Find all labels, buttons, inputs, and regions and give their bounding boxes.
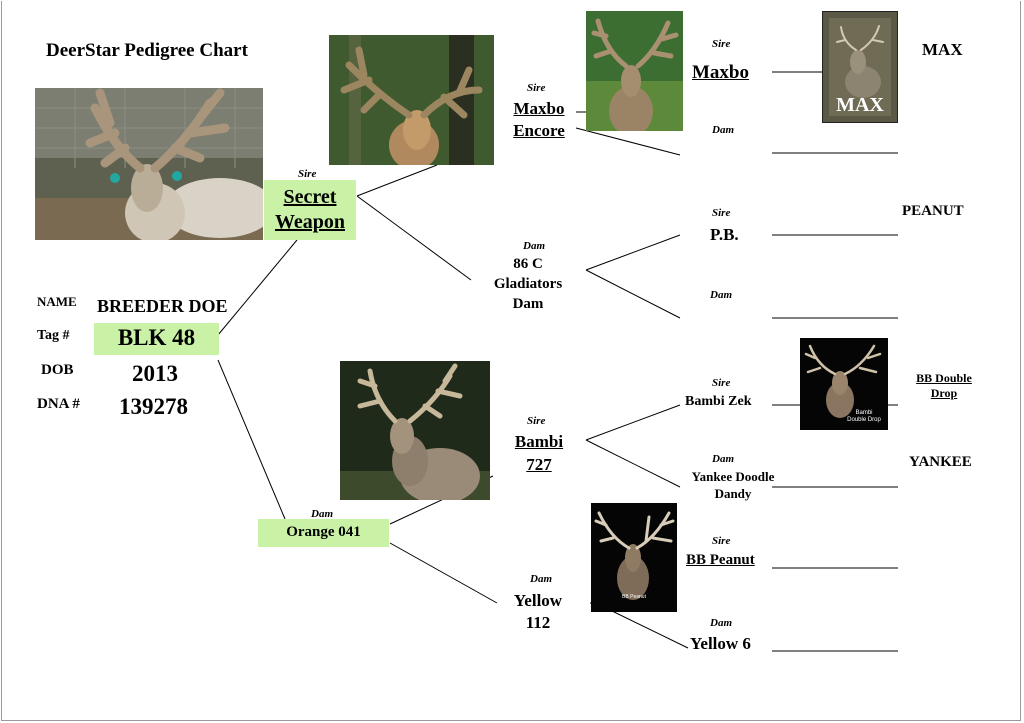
maxbo-encore-photo-image <box>586 11 683 131</box>
yankee-dam-label: Dam <box>712 453 734 465</box>
sire-highlight <box>264 180 356 240</box>
bb-double-drop-photo: Bambi Double Drop <box>800 338 888 430</box>
tag-label: Tag # <box>37 328 70 343</box>
sire-name-line1: Secret <box>283 186 337 208</box>
yellow6-name: Yellow 6 <box>690 634 751 653</box>
maxbo-sire-label: Sire <box>712 38 731 50</box>
bb-double-drop-caption-line2: Double Drop <box>847 417 881 423</box>
yankee-doodle-line2: Dandy <box>714 486 752 501</box>
bb-double-line2: Drop <box>930 386 958 400</box>
yellow112-line2: 112 <box>525 613 551 632</box>
gladiators-line2: Gladiators <box>493 276 563 292</box>
bb-double-drop-photo-image <box>800 338 888 430</box>
dam-name: Orange 041 <box>286 524 361 540</box>
maxbo-encore-line1: Maxbo <box>513 99 565 118</box>
sire-photo-image <box>329 35 494 165</box>
tag-value: BLK 48 <box>117 325 196 350</box>
bb-double-drop-caption-line1: Bambi <box>855 410 873 416</box>
subject-deer-photo <box>35 88 263 240</box>
max-name: MAX <box>922 40 963 59</box>
maxbo-encore-sire-label: Sire <box>527 82 546 94</box>
max-photo-caption: MAX <box>836 94 884 116</box>
pb-sire-label: Sire <box>712 207 731 219</box>
bb-double-line1: BB Double <box>916 371 972 385</box>
page-title: DeerStar Pedigree Chart <box>46 40 248 61</box>
gladiators-line3: Dam <box>512 296 544 312</box>
max-photo-image <box>823 12 897 122</box>
deer-photo-image <box>35 88 263 240</box>
tag-highlight <box>94 323 219 355</box>
yellow6-dam-label: Dam <box>710 617 732 629</box>
bambi-zek-name: Bambi Zek <box>685 394 752 409</box>
dam-label: Dam <box>311 508 333 520</box>
dob-value: 2013 <box>132 361 178 386</box>
dna-label: DNA # <box>37 396 80 412</box>
bb-peanut-photo: BB Peanut <box>591 503 677 612</box>
sire-name-line2: Weapon <box>274 211 346 233</box>
yellow112-line1: Yellow <box>513 591 563 610</box>
dam-sire-photo-image <box>340 361 490 500</box>
bambi-sire-label: Sire <box>527 415 546 427</box>
bb-peanut-photo-image <box>591 503 677 612</box>
bambi-line1: Bambi <box>514 432 564 451</box>
maxbo-encore-photo <box>586 11 683 131</box>
maxbo-encore-line2: Encore <box>513 121 565 140</box>
yankee-name: YANKEE <box>909 454 972 470</box>
dob-label: DOB <box>41 362 74 378</box>
bb-peanut-name: BB Peanut <box>686 552 755 568</box>
pb-name: P.B. <box>710 225 739 244</box>
bambi-line2: 727 <box>526 455 552 474</box>
maxbo-name: Maxbo <box>692 62 749 83</box>
gladiators-line1: 86 C <box>513 256 543 272</box>
animal-name: BREEDER DOE <box>97 296 228 316</box>
yellow112-dam-label: Dam <box>530 573 552 585</box>
gladiators-dam-dam-label: Dam <box>710 289 732 301</box>
peanut-name: PEANUT <box>902 203 964 219</box>
max-photo: MAX <box>822 11 898 123</box>
sire-label: Sire <box>298 168 317 180</box>
sire-photo <box>329 35 494 165</box>
dam-highlight <box>258 519 389 547</box>
yankee-doodle-line1: Yankee Doodle <box>691 469 775 484</box>
name-label: NAME <box>37 294 77 309</box>
dna-value: 139278 <box>119 394 188 419</box>
bb-peanut-photo-caption: BB Peanut <box>622 594 646 600</box>
bb-peanut-sire-label: Sire <box>712 535 731 547</box>
gladiators-dam-label: Dam <box>523 240 545 252</box>
dam-sire-photo <box>340 361 490 500</box>
zek-sire-label: Sire <box>712 377 731 389</box>
maxbo-encore-dam-label: Dam <box>712 124 734 136</box>
